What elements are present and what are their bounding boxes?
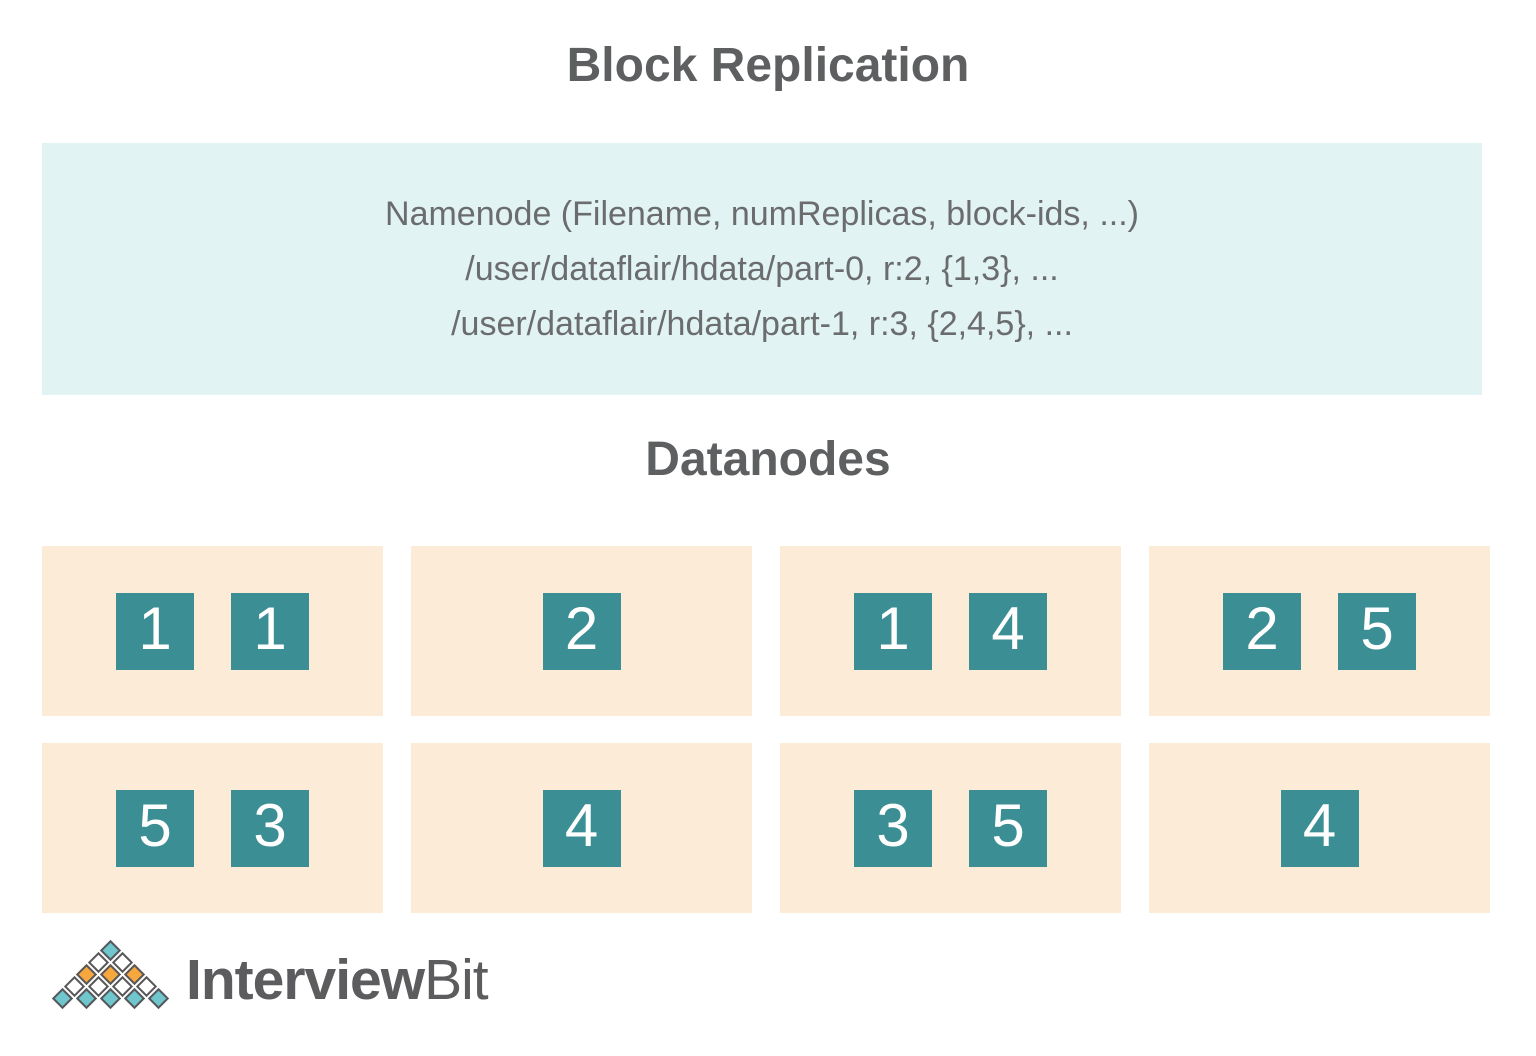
namenode-file-entry: /user/dataflair/hdata/part-1, r:3, {2,4,… (451, 304, 1073, 343)
logo-wordmark: InterviewBit (186, 952, 489, 1009)
pyramid-row (50, 986, 170, 1010)
teal-diamond-icon (122, 986, 146, 1010)
diagram-title: Block Replication (566, 39, 970, 92)
block-id: 4 (969, 592, 1047, 670)
teal-diamond-icon (74, 986, 98, 1010)
teal-diamond-icon (146, 986, 170, 1010)
block-id: 1 (854, 592, 932, 670)
block-id: 5 (1338, 592, 1416, 670)
logo-text-bit: Bit (424, 948, 489, 1012)
namenode-box: Namenode (Filename, numReplicas, block-i… (42, 143, 1482, 395)
block-id: 5 (116, 789, 194, 867)
block-id: 2 (1223, 592, 1301, 670)
interviewbit-logo: InterviewBit (50, 936, 489, 1010)
block-id: 2 (542, 592, 621, 670)
datanode-box: 4 (1149, 743, 1490, 913)
datanode-box: 2 (411, 546, 752, 716)
block-id: 1 (231, 592, 309, 670)
datanodes-heading: Datanodes (645, 433, 891, 486)
logo-text-interview: Interview (186, 948, 425, 1012)
block-id: 1 (116, 592, 194, 670)
block-id: 5 (969, 789, 1047, 867)
teal-diamond-icon (98, 986, 122, 1010)
block-id: 4 (542, 789, 621, 867)
teal-diamond-icon (50, 986, 74, 1010)
block-id: 3 (854, 789, 932, 867)
block-id: 4 (1280, 789, 1359, 867)
block-id: 3 (231, 789, 309, 867)
datanode-box: 4 (411, 743, 752, 913)
logo-pyramid-icon (50, 936, 170, 1010)
namenode-header-line: Namenode (Filename, numReplicas, block-i… (385, 194, 1139, 233)
namenode-file-entry: /user/dataflair/hdata/part-0, r:2, {1,3}… (465, 249, 1059, 288)
